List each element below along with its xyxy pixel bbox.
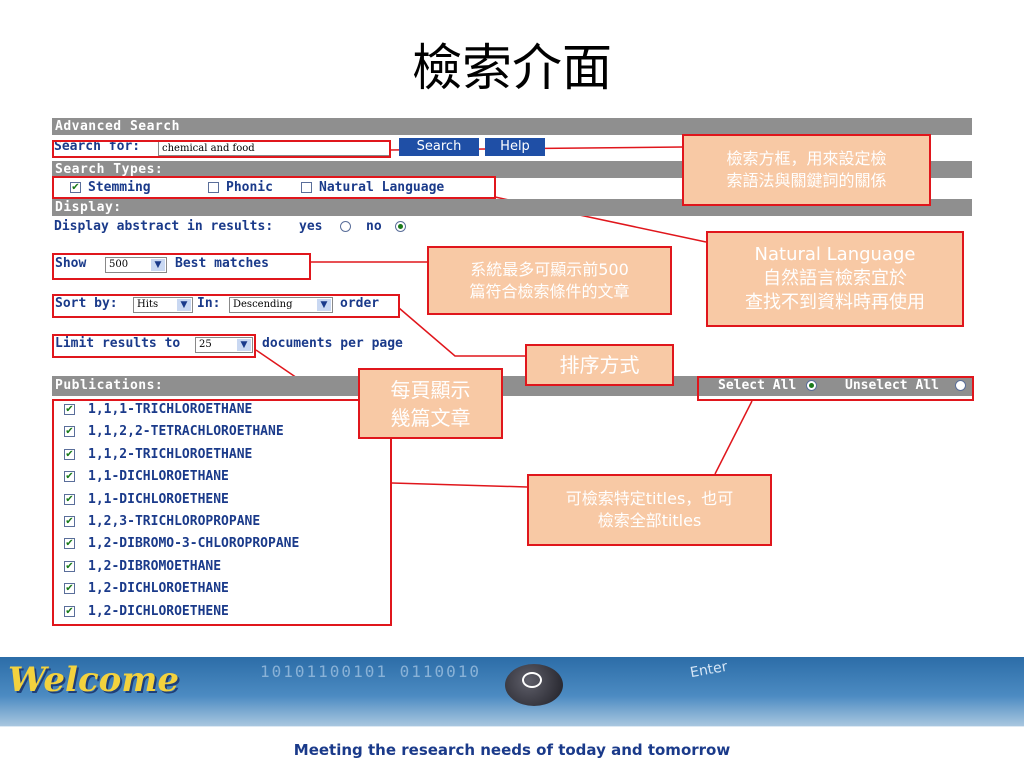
phonic-label: Phonic <box>226 180 273 195</box>
search-types-highlight <box>52 176 496 199</box>
sort-select[interactable]: Hits ▼ <box>133 297 193 313</box>
publication-item: 1,1-DICHLOROETHANE <box>88 469 229 485</box>
chevron-down-icon: ▼ <box>177 299 191 311</box>
stemming-checkbox[interactable]: ✔ <box>70 182 81 193</box>
limit-results-label: Limit results to <box>55 336 181 351</box>
show-select[interactable]: 500 ▼ <box>105 257 167 273</box>
publication-item: 1,2-DICHLOROETHENE <box>88 603 229 619</box>
show-label: Show <box>55 256 87 271</box>
limit-select[interactable]: 25 ▼ <box>195 337 253 353</box>
binary-decoration: 10101100101 0110010 <box>260 662 482 681</box>
publication-item: 1,2-DIBROMOETHANE <box>88 558 222 574</box>
publications-highlight <box>52 399 392 626</box>
publication-item: 1,2-DICHLOROETHANE <box>88 581 229 597</box>
publications-header: Publications: <box>52 376 972 396</box>
best-matches-label: Best matches <box>175 256 269 271</box>
limit-highlight <box>52 334 256 358</box>
abstract-no-radio[interactable] <box>395 221 406 232</box>
publication-checkbox[interactable]: ✔ <box>64 538 75 550</box>
slide-title: 檢索介面 <box>412 39 612 97</box>
callout-search-box: 檢索方框，用來設定檢 索語法與關鍵詞的關係 <box>682 134 931 206</box>
unselect-all-radio[interactable] <box>955 380 966 391</box>
chevron-down-icon: ▼ <box>317 299 331 311</box>
sort-highlight <box>52 294 400 318</box>
in-label: In: <box>197 296 221 311</box>
search-button[interactable]: Search <box>399 138 479 156</box>
select-all-highlight <box>697 376 974 401</box>
callout-nl-line3: 查找不到資料時再使用 <box>745 292 925 313</box>
select-all-radio[interactable] <box>806 380 817 391</box>
chevron-down-icon: ▼ <box>151 259 165 271</box>
sort-value: Hits <box>137 299 159 310</box>
publication-checkbox[interactable]: ✔ <box>64 471 75 483</box>
publication-item: 1,1,1-TRICHLOROETHANE <box>88 402 253 417</box>
publication-item: 1,2-DIBROMO-3-CHLOROPROPANE <box>88 536 300 552</box>
callout-search-box-line2: 索語法與關鍵詞的關係 <box>726 171 887 190</box>
callout-per-page: 每頁顯示 幾篇文章 <box>358 368 503 439</box>
order-value: Descending <box>233 299 293 310</box>
publication-checkbox[interactable]: ✔ <box>64 448 75 460</box>
callout-show-line1: 系統最多可顯示前500 <box>470 259 629 279</box>
stemming-label: Stemming <box>88 180 151 195</box>
publication-checkbox[interactable]: ✔ <box>64 560 75 572</box>
unselect-all-label: Unselect All <box>845 378 939 393</box>
show-value: 500 <box>109 259 129 270</box>
callout-per-page-line1: 每頁顯示 <box>390 377 471 402</box>
publication-checkbox[interactable]: ✔ <box>64 583 75 595</box>
publications-label: Publications: <box>55 378 164 393</box>
search-for-label: Search for: <box>54 139 141 154</box>
documents-per-page-label: documents per page <box>262 336 403 351</box>
callout-titles: 可檢索特定titles，也可 檢索全部titles <box>527 474 772 546</box>
publication-checkbox[interactable]: ✔ <box>64 493 75 505</box>
abstract-no-label: no <box>366 219 382 234</box>
chevron-down-icon: ▼ <box>237 339 251 351</box>
publication-checkbox[interactable]: ✔ <box>64 605 75 617</box>
sort-by-label: Sort by: <box>55 296 118 311</box>
abstract-yes-label: yes <box>299 219 323 234</box>
display-abstract-label: Display abstract in results: <box>54 219 274 234</box>
mouse-button-icon <box>522 672 542 688</box>
publication-item: 1,2,3-TRICHLOROPROPANE <box>88 514 261 529</box>
abstract-yes-radio[interactable] <box>340 221 351 232</box>
limit-value: 25 <box>199 339 212 350</box>
phonic-checkbox[interactable] <box>208 182 219 193</box>
select-all-label: Select All <box>718 378 797 393</box>
publication-checkbox[interactable]: ✔ <box>64 404 75 415</box>
advanced-search-header: Advanced Search <box>52 118 972 135</box>
welcome-logo-text: Welcome <box>8 660 179 700</box>
natural-language-checkbox[interactable] <box>301 182 312 193</box>
publication-item: 1,1,2-TRICHLOROETHANE <box>88 446 253 462</box>
publication-checkbox[interactable]: ✔ <box>64 426 75 438</box>
callout-sort: 排序方式 <box>525 344 674 386</box>
callout-sort-line1: 排序方式 <box>559 353 640 377</box>
publication-item: 1,1,2,2-TETRACHLOROETHANE <box>88 424 284 440</box>
callout-titles-line1: 可檢索特定titles，也可 <box>565 489 734 508</box>
callout-natural-language: Natural Language 自然語言檢索宜於 查找不到資料時再使用 <box>706 231 964 327</box>
help-button[interactable]: Help <box>485 138 545 156</box>
search-box-highlight <box>52 140 391 158</box>
callout-show-line2: 篇符合檢索條件的文章 <box>469 281 630 301</box>
callout-search-box-line1: 檢索方框，用來設定檢 <box>726 149 887 168</box>
banner-tagline: Meeting the research needs of today and … <box>293 741 731 759</box>
callout-nl-line2: 自然語言檢索宜於 <box>763 268 907 289</box>
publication-item: 1,1-DICHLOROETHENE <box>88 491 229 507</box>
callout-per-page-line2: 幾篇文章 <box>390 405 471 430</box>
publication-checkbox[interactable]: ✔ <box>64 516 75 527</box>
show-highlight <box>52 253 311 280</box>
order-label: order <box>340 296 380 311</box>
natural-language-label: Natural Language <box>319 180 445 195</box>
callout-show-max: 系統最多可顯示前500 篇符合檢索條件的文章 <box>427 246 672 315</box>
callout-nl-line1: Natural Language <box>754 244 916 265</box>
callout-titles-line2: 檢索全部titles <box>597 511 702 530</box>
order-select[interactable]: Descending ▼ <box>229 297 333 313</box>
